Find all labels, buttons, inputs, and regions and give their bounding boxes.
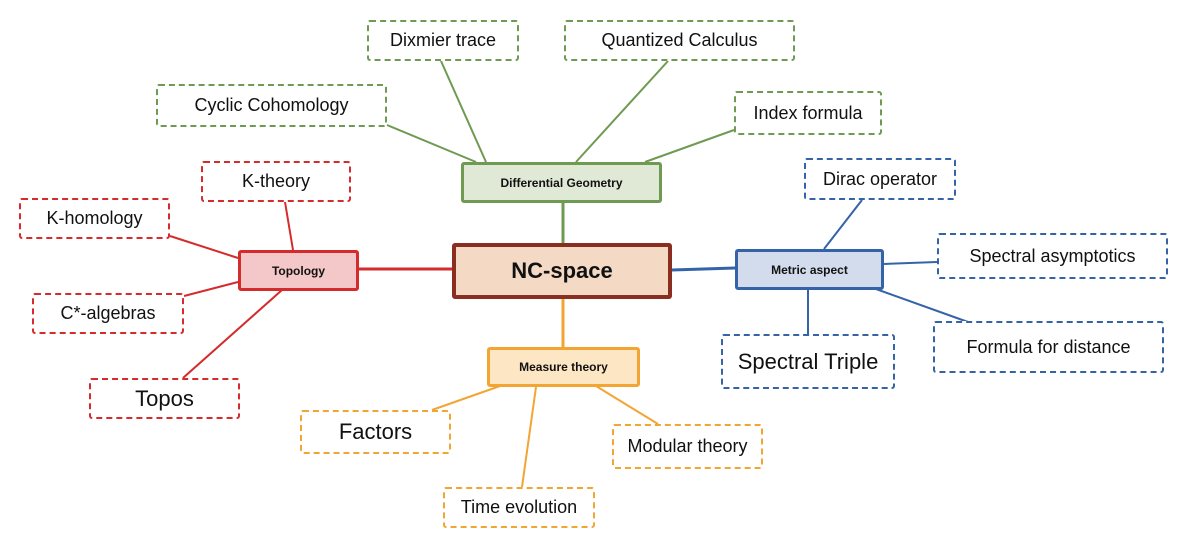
edge-met-asymptotics: [883, 261, 938, 265]
leaf-node-factors[interactable]: Factors: [300, 410, 451, 454]
leaf-node-dixmier-trace[interactable]: Dixmier trace: [367, 20, 519, 61]
leaf-node-cyclic-cohomology[interactable]: Cyclic Cohomology: [156, 84, 387, 127]
leaf-node-time-evolution[interactable]: Time evolution: [443, 487, 595, 528]
leaf-node-formula-for-distance[interactable]: Formula for distance: [933, 321, 1164, 373]
edge-top-cstar: [183, 281, 239, 297]
leaf-node-quantized-calculus[interactable]: Quantized Calculus: [564, 20, 795, 61]
branch-node-metric-aspect[interactable]: Metric aspect: [735, 249, 884, 290]
edge-mea-modular: [595, 385, 659, 425]
edge-center-metric-aspect: [671, 266, 736, 272]
edge-dg-quantized: [575, 60, 669, 163]
edge-top-khomology: [169, 235, 239, 259]
edge-top-topos: [182, 289, 283, 379]
leaf-node-index-formula[interactable]: Index formula: [734, 91, 882, 135]
edge-mea-time: [521, 386, 537, 488]
leaf-node-c-star-algebras[interactable]: C*-algebras: [32, 293, 184, 334]
leaf-node-k-theory[interactable]: K-theory: [201, 161, 351, 202]
leaf-node-spectral-asymptotics[interactable]: Spectral asymptotics: [937, 233, 1168, 279]
edge-dg-dixmier: [440, 60, 487, 163]
center-node-nc-space[interactable]: NC-space: [452, 243, 672, 299]
leaf-node-k-homology[interactable]: K-homology: [19, 198, 170, 239]
leaf-node-modular-theory[interactable]: Modular theory: [612, 424, 763, 469]
branch-node-measure-theory[interactable]: Measure theory: [487, 347, 640, 387]
leaf-node-dirac-operator[interactable]: Dirac operator: [804, 158, 956, 200]
edge-met-dirac: [823, 199, 863, 250]
branch-node-differential-geometry[interactable]: Differential Geometry: [461, 162, 662, 203]
leaf-node-spectral-triple[interactable]: Spectral Triple: [721, 334, 895, 389]
edge-top-ktheory: [284, 201, 294, 251]
edge-mea-factors: [431, 385, 501, 411]
branch-node-topology[interactable]: Topology: [238, 250, 359, 291]
edge-dg-cyclic: [386, 124, 477, 163]
edge-dg-index: [644, 129, 735, 163]
leaf-node-topos[interactable]: Topos: [89, 378, 240, 419]
edge-met-distance: [875, 288, 969, 323]
